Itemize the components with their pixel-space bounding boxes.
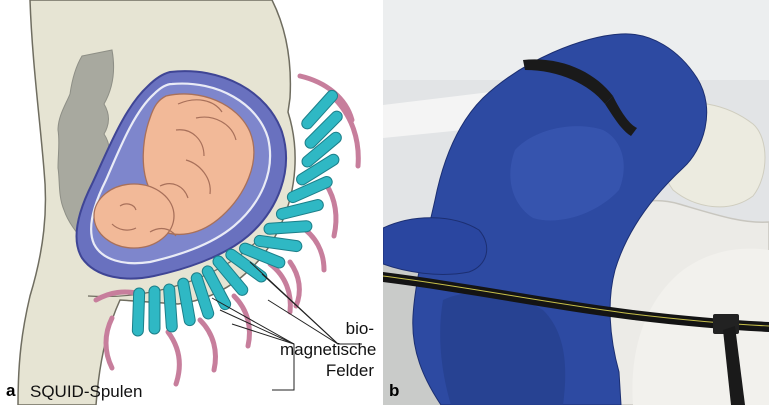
panel-a-schematic: a SQUID-Spulen bio- magnetische Felder	[0, 0, 376, 405]
magnetic-fields-label-line3: Felder	[280, 360, 374, 381]
panel-b-photo: b	[383, 0, 769, 405]
fetus-head	[94, 184, 174, 248]
panel-letter-a: a	[6, 381, 15, 401]
panel-letter-b: b	[389, 381, 399, 401]
magnetic-fields-label: bio- magnetische Felder	[280, 318, 374, 381]
photo-illustration	[383, 0, 769, 405]
magnetic-fields-label-line2: magnetische	[280, 339, 374, 360]
magnetic-fields-label-line1: bio-	[280, 318, 374, 339]
squid-coils-label: SQUID-Spulen	[30, 381, 230, 402]
arm	[383, 218, 487, 275]
